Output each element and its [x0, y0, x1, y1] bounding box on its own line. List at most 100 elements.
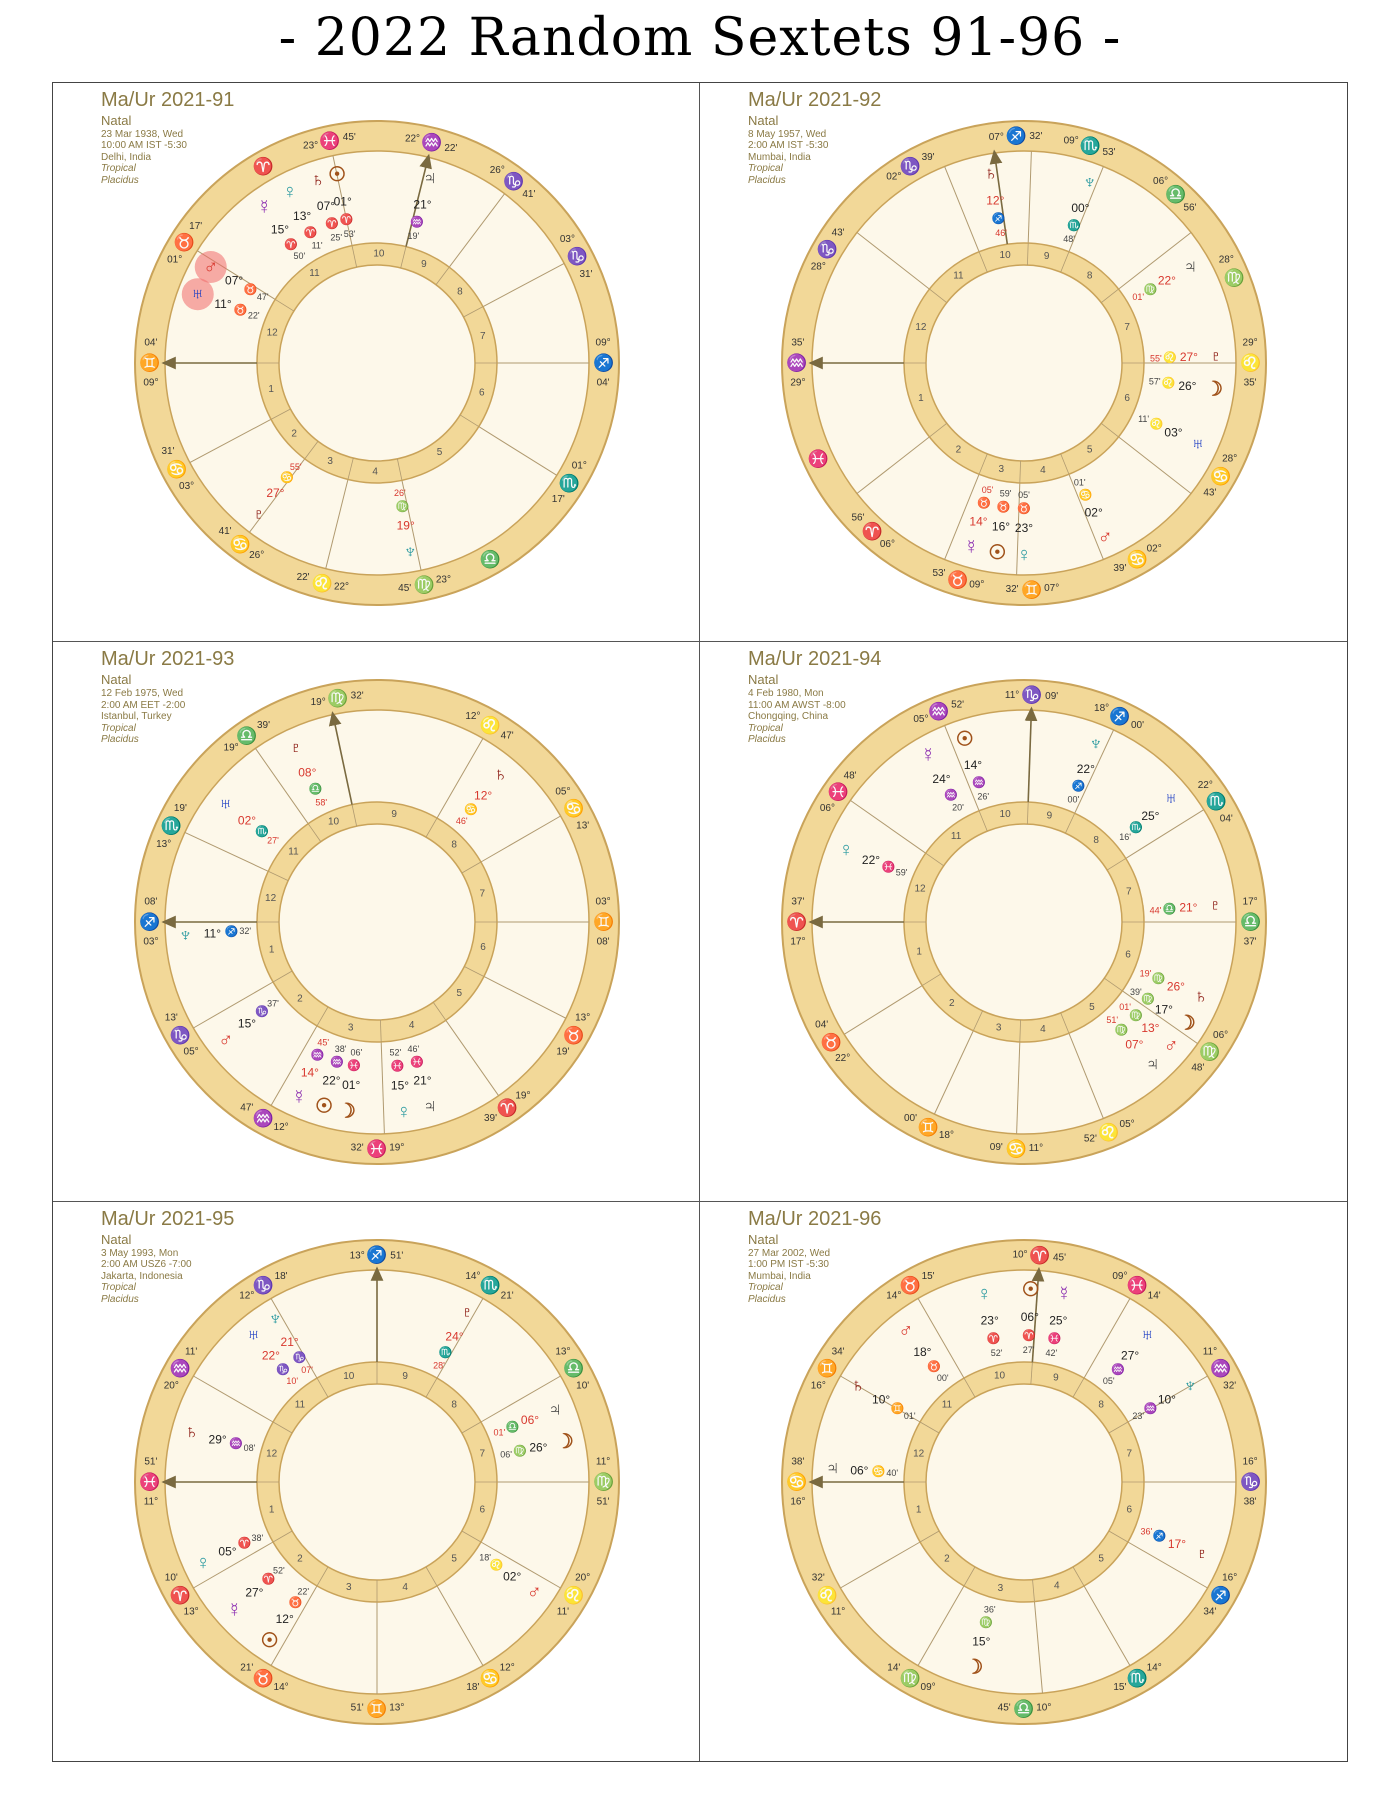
venus-glyph: ♀	[396, 1101, 411, 1123]
house-number: 4	[409, 1020, 415, 1031]
center-circle	[925, 823, 1123, 1022]
house-divider	[1032, 1579, 1035, 1602]
house-system: Placidus	[748, 734, 786, 746]
mercury-sign: ♒	[944, 789, 958, 802]
house-cusp-line	[850, 800, 926, 854]
cusp-minute: 31'	[161, 446, 174, 457]
mercury-sign: ♈	[284, 238, 298, 251]
house-number: 10	[994, 1370, 1006, 1381]
mercury-glyph: ☿	[921, 745, 936, 767]
cusp-minute: 09'	[990, 1142, 1003, 1153]
cusp-degree: 03°	[596, 897, 611, 908]
house-number: 3	[999, 464, 1005, 475]
house-cusp-line	[856, 436, 930, 494]
cusp-minute: 51'	[390, 1250, 403, 1261]
mars-sign: ♉	[244, 283, 258, 296]
pluto-degree: 27°	[1180, 350, 1198, 364]
birth-date: 23 Mar 1938, Wed	[101, 128, 184, 140]
house-number: 12	[267, 328, 279, 339]
house-cusp-line	[1074, 729, 1115, 814]
cusp-degree: 14°	[465, 1270, 480, 1281]
jupiter-degree: 21°	[413, 197, 431, 211]
cusp-minute: 14'	[1148, 1290, 1161, 1301]
house-cusp-line	[840, 1541, 921, 1589]
zodiac-sign-glyph: ♓	[808, 448, 829, 468]
house-divider	[1019, 460, 1021, 483]
midheaven-arrow	[1024, 706, 1038, 803]
zodiac-sign-glyph: ♓	[139, 1471, 160, 1491]
saturn-sign: ♈	[325, 217, 339, 230]
zodiac-sign-glyph: ♐	[1109, 706, 1130, 726]
mars-glyph: ♂	[527, 1581, 542, 1603]
house-divider	[1030, 1361, 1033, 1384]
zodiac-sign-glyph: ♌	[563, 1585, 584, 1605]
neptune-minute: 26'	[394, 488, 406, 498]
house-number: 8	[1098, 1399, 1104, 1410]
sun-degree: 06°	[1021, 1310, 1039, 1324]
house-number: 6	[1125, 950, 1131, 961]
mars-glyph: ♂	[203, 256, 218, 278]
house-system: Placidus	[101, 1293, 139, 1305]
cusp-degree: 09°	[921, 1682, 936, 1693]
jupiter-glyph: ♃	[1183, 256, 1198, 278]
sun-degree: 22°	[322, 1074, 340, 1088]
pluto-degree: 27°	[266, 486, 284, 500]
house-divider	[461, 1530, 482, 1543]
cusp-minute: 51'	[351, 1702, 364, 1713]
sun-glyph: ☉	[328, 164, 346, 186]
cusp-degree: 13°	[156, 839, 171, 850]
uranus-sign: ♏	[255, 825, 269, 838]
pluto-degree: 08°	[298, 766, 316, 780]
house-cusp-line	[1083, 1585, 1131, 1666]
house-cusp-line	[1068, 1033, 1104, 1120]
house-divider	[929, 288, 948, 303]
cusp-minute: 21'	[501, 1290, 514, 1301]
zodiac-sign-glyph: ♈	[497, 1098, 518, 1118]
birth-time: 1:00 PM IST -5:30	[748, 1259, 829, 1271]
zodiac-sign-glyph: ♏	[559, 473, 580, 493]
pluto-sign: ♏	[439, 1346, 453, 1359]
sun-degree: 14°	[964, 758, 982, 772]
mercury-sign: ♈	[262, 1572, 276, 1585]
birth-date: 27 Mar 2002, Wed	[748, 1247, 831, 1259]
cusp-degree: 20°	[575, 1572, 590, 1583]
cusp-minute: 08'	[144, 897, 157, 908]
moon-degree: 01°	[342, 1078, 360, 1092]
cusp-minute: 32'	[1223, 1380, 1236, 1391]
saturn-glyph: ♄	[1193, 986, 1208, 1008]
neptune-minute: 00'	[1068, 795, 1080, 805]
house-cusp-line	[483, 976, 567, 1020]
zodiac-sign-glyph: ♌	[1240, 353, 1261, 373]
house-number: 4	[1040, 1024, 1046, 1035]
jupiter-sign: ♍	[1115, 1024, 1129, 1037]
cusp-degree: 13°	[389, 1702, 404, 1713]
pluto-minute: 55'	[290, 462, 302, 472]
pluto-degree: 24°	[445, 1329, 463, 1343]
zodiac-sign-glyph: ♒	[786, 353, 807, 373]
mars-minute: 01'	[1119, 1002, 1131, 1012]
zodiac-sign-glyph: ♓	[366, 1139, 387, 1159]
house-divider	[972, 1010, 983, 1032]
cusp-degree: 11°	[1029, 1144, 1043, 1155]
cusp-degree: 06°	[880, 539, 895, 550]
jupiter-minute: 01'	[1132, 292, 1144, 302]
chart-header: Ma/Ur 2021-93 Natal 12 Feb 1975, Wed 2:0…	[101, 648, 234, 745]
uranus-sign: ♌	[1149, 418, 1163, 431]
house-cusp-line	[193, 1541, 274, 1589]
uranus-glyph: ♅	[1191, 433, 1206, 455]
house-cusp-line	[482, 263, 565, 308]
venus-degree: 23°	[1015, 521, 1033, 535]
saturn-glyph: ♄	[493, 764, 508, 786]
birth-time: 2:00 AM USZ6 -7:00	[101, 1259, 192, 1271]
mars-glyph: ♂	[1164, 1035, 1179, 1057]
uranus-glyph: ♅	[190, 283, 205, 305]
neptune-glyph: ♆	[268, 1308, 283, 1330]
zodiac-type: Tropical	[101, 1282, 136, 1294]
house-cusp-line	[270, 1297, 318, 1378]
zodiac-sign-glyph: ♎	[563, 1358, 584, 1378]
house-cusp-line	[1122, 990, 1198, 1045]
cusp-minute: 17'	[189, 221, 202, 232]
